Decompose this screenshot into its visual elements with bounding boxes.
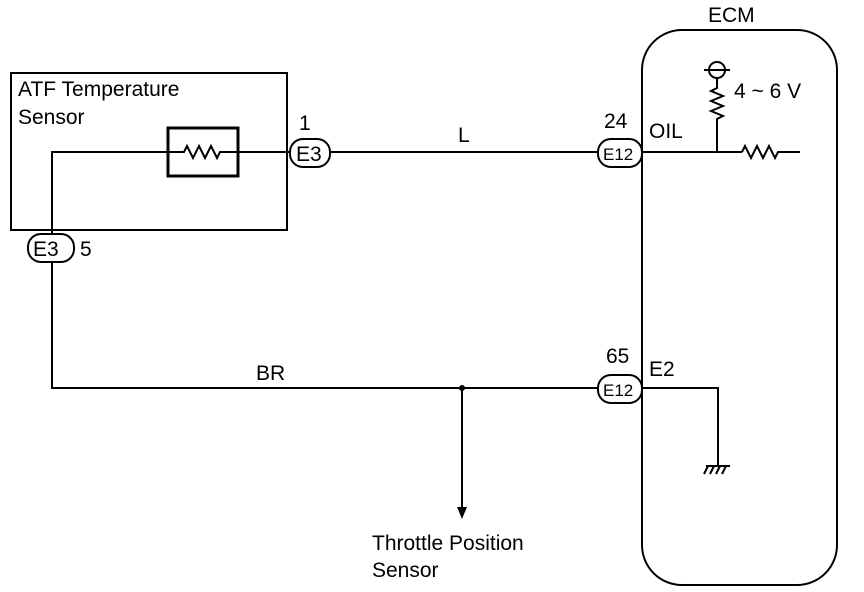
connector-e12-pin65: E12 65 [597,345,643,404]
signal-wire-label: L [458,124,470,147]
connector-e3-pin1: E3 1 [289,112,331,168]
branch-label-line2: Sensor [372,559,439,582]
branch-arrow-icon [457,507,467,519]
oil-terminal-label: OIL [649,120,683,143]
connector-e12-bottom-label: E12 [603,381,633,400]
ground-wire-label: BR [256,362,285,385]
connector-e12-pin24: E12 24 [597,110,643,168]
pullup-resistor-icon [708,78,726,152]
atf-temperature-sensor: ATF Temperature Sensor [10,72,290,234]
connector-e3-bottom-label: E3 [33,238,59,261]
connector-e3-bottom-pin: 5 [80,238,92,261]
sensor-name-line2: Sensor [18,106,85,129]
connector-e12-bottom-pin: 65 [606,345,629,368]
connector-e3-top-label: E3 [296,143,322,166]
ground-wire [51,262,598,389]
supply-voltage-label: 4 ~ 6 V [734,80,801,103]
connector-e12-top-pin: 24 [604,110,628,133]
connector-e3-pin5: E3 5 [27,233,92,263]
ecm: ECM 4 ~ 6 V OIL E2 [641,4,838,586]
input-resistor-icon [741,143,800,161]
ecm-title: ECM [708,4,755,27]
thermistor-resistor-icon [168,143,238,161]
sensor-internal-wire-left [51,151,168,234]
ecm-box [641,29,838,586]
branch-label-line1: Throttle Position [372,532,524,555]
connector-e3-top-pin: 1 [299,112,311,135]
e2-ground-wire [642,387,719,466]
connector-e12-top-label: E12 [603,145,633,164]
e2-terminal-label: E2 [649,358,675,381]
sensor-name-line1: ATF Temperature [18,78,179,101]
ground-icon [703,465,730,475]
